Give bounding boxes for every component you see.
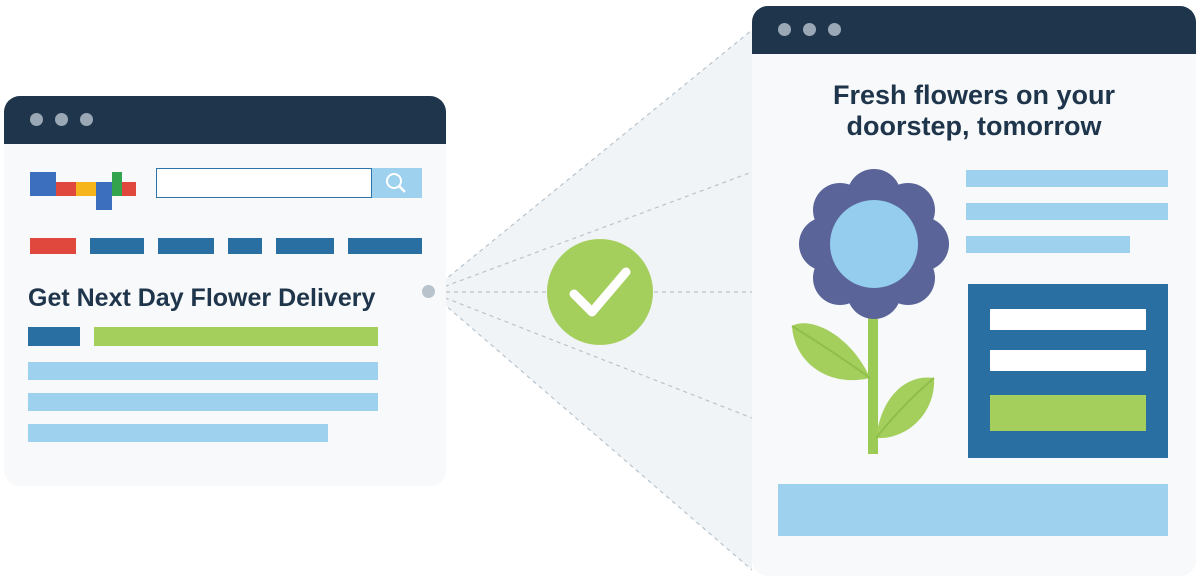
checkmark-icon [547,239,653,345]
landing-page-window: Fresh flowers on your doorstep, tomorrow [752,6,1196,576]
nav-tab[interactable] [158,238,214,254]
ad-text-line [28,393,378,411]
window-dot [55,113,68,126]
ad-label [28,327,80,346]
search-icon [386,173,406,193]
ad-text-line [28,362,378,380]
window-titlebar [752,6,1196,54]
nav-tab[interactable] [90,238,144,254]
search-results-window: Get Next Day Flower Delivery [4,96,446,486]
connector-line-lower [429,291,753,419]
form-submit-button[interactable] [990,395,1146,431]
search-button[interactable] [372,168,422,198]
lead-form [968,284,1168,458]
landing-text-line [966,236,1130,253]
window-dot [828,23,841,36]
ad-text-line [28,424,328,442]
landing-text-line [966,170,1168,187]
landing-text-line [966,203,1168,220]
connector-line-top [429,29,753,293]
connector-line-upper [429,171,753,293]
landing-headline: Fresh flowers on your doorstep, tomorrow [752,80,1196,142]
form-input-field[interactable] [990,309,1146,330]
window-dot [778,23,791,36]
window-dot [30,113,43,126]
window-titlebar [4,96,446,144]
nav-tab[interactable] [348,238,422,254]
landing-headline-line2: doorstep, tomorrow [846,111,1102,141]
window-dot [803,23,816,36]
window-dot [80,113,93,126]
nav-tab[interactable] [276,238,334,254]
search-input[interactable] [156,168,372,198]
connector-origin-dot [422,285,435,298]
flower-illustration [791,169,949,454]
connector-line-bottom [429,291,753,571]
nav-tab[interactable] [228,238,262,254]
form-input-field[interactable] [990,350,1146,371]
landing-headline-line1: Fresh flowers on your [832,80,1116,110]
landing-footer-bar [778,484,1168,536]
ad-url-line[interactable] [94,327,378,346]
nav-tab-active[interactable] [30,238,76,254]
ad-headline[interactable]: Get Next Day Flower Delivery [28,284,376,312]
